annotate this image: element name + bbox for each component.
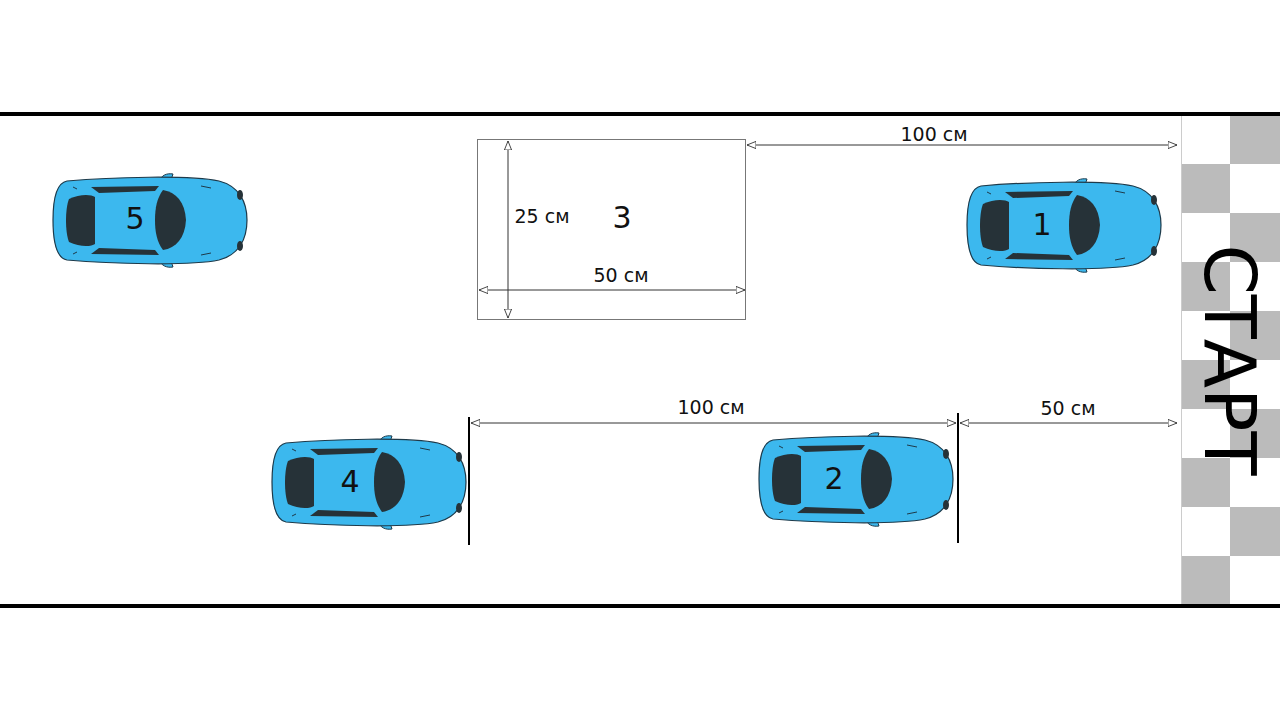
- car-headlight: [1151, 195, 1157, 205]
- car-body: [53, 177, 247, 264]
- extension-line: [957, 413, 959, 543]
- dimension-line: [747, 145, 1177, 146]
- extension-line: [468, 417, 470, 545]
- car-number: 2: [824, 464, 843, 494]
- car-headlight: [1151, 246, 1157, 256]
- car-headlight: [943, 449, 949, 459]
- dimension-line: [479, 290, 745, 291]
- dimension-line: [508, 141, 509, 318]
- car-headlight: [237, 241, 243, 251]
- race-car: 5: [51, 172, 249, 269]
- car-rear-window: [772, 454, 801, 505]
- car-rear-window: [980, 200, 1009, 251]
- check-square: [1181, 556, 1230, 605]
- car-illustration: [51, 172, 249, 269]
- car-windshield: [374, 452, 405, 512]
- car-detail: [73, 186, 211, 255]
- dimension-line: [960, 423, 1177, 424]
- car-headlight: [456, 452, 462, 462]
- car-rear-window: [66, 195, 95, 246]
- car-side-window: [91, 186, 159, 193]
- zone-number: 3: [612, 203, 631, 233]
- dimension-label: 50 см: [1038, 399, 1099, 418]
- start-edge: [1181, 115, 1182, 605]
- car-headlight: [943, 500, 949, 510]
- car-number: 4: [340, 467, 359, 497]
- car-headlight: [237, 190, 243, 200]
- car-number: 1: [1032, 210, 1051, 240]
- car-illustration: [965, 177, 1163, 274]
- car-side-window: [797, 507, 865, 514]
- car-number: 5: [125, 204, 144, 234]
- car-windshield: [155, 190, 186, 250]
- car-side-window: [1005, 253, 1073, 260]
- car-windshield: [1069, 195, 1100, 255]
- check-square: [1230, 115, 1280, 164]
- car-detail: [987, 191, 1125, 260]
- car-side-window: [310, 448, 378, 455]
- dimension-label: 100 см: [674, 398, 747, 417]
- car-body: [272, 439, 466, 526]
- zone-box: 3: [477, 139, 746, 320]
- car-side-window: [310, 510, 378, 517]
- car-side-window: [1005, 191, 1073, 198]
- dimension-label: 25 см: [512, 207, 573, 226]
- car-detail: [779, 445, 917, 514]
- race-car: 2: [757, 431, 955, 528]
- check-square: [1230, 507, 1280, 556]
- car-headlight: [456, 503, 462, 513]
- dimension-label: 50 см: [591, 266, 652, 285]
- car-body: [967, 182, 1161, 269]
- track-border: [0, 112, 1280, 116]
- track-border: [0, 604, 1280, 608]
- race-car: 4: [270, 434, 468, 531]
- car-body: [759, 436, 953, 523]
- dimension-line: [471, 423, 956, 424]
- race-car: 1: [965, 177, 1163, 274]
- dimension-label: 100 см: [897, 125, 970, 144]
- checkered-start: [1181, 115, 1280, 605]
- car-windshield: [861, 449, 892, 509]
- car-side-window: [797, 445, 865, 452]
- car-detail: [292, 448, 430, 517]
- car-illustration: [270, 434, 468, 531]
- start-label: СТАРТ: [1194, 245, 1266, 476]
- car-side-window: [91, 248, 159, 255]
- start-ground: [1181, 115, 1280, 605]
- check-square: [1181, 164, 1230, 213]
- car-rear-window: [285, 457, 314, 508]
- car-illustration: [757, 431, 955, 528]
